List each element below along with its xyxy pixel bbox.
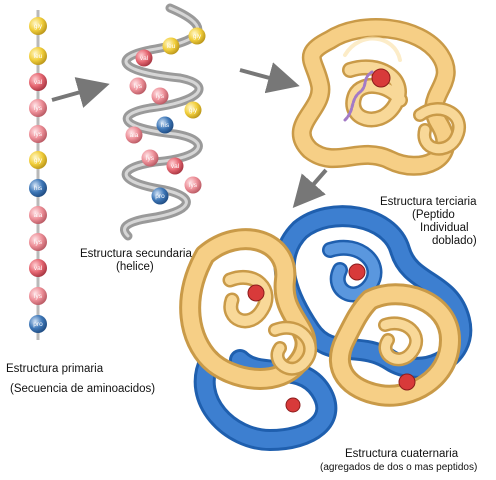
primary-bead-gly: gly (29, 151, 47, 169)
amino-acid-label: gly (34, 23, 43, 30)
amino-acid-sphere (188, 27, 206, 45)
heme-group (247, 284, 265, 302)
amino-acid-label: val (34, 79, 43, 86)
tertiary-caption-subtitle-1: (Peptido (412, 209, 455, 221)
amino-acid-label: leu (34, 53, 43, 60)
amino-acid-sphere (151, 87, 169, 105)
primary-structure: gly leu val lys lys gly his ala lys val lys pro (29, 10, 47, 340)
primary-caption-subtitle: (Secuencia de aminoacidos) (10, 383, 156, 395)
amino-acid-label: pro (33, 321, 43, 328)
tertiary-caption-subtitle-2: Individual (420, 222, 469, 234)
arrow-primary-to-secondary (51, 77, 110, 108)
quaternary-caption-title: Estructura cuaternaria (345, 448, 459, 460)
quaternary-structure (179, 205, 473, 451)
amino-acid-label: his (34, 185, 43, 192)
amino-acid-sphere (29, 17, 47, 35)
helix-bead-val: val (166, 157, 184, 175)
amino-acid-sphere (29, 315, 47, 333)
primary-bead-lys: lys (29, 233, 47, 251)
helix-bead-leu: leu (162, 37, 180, 55)
primary-bead-pro: pro (29, 315, 47, 333)
heme-group (371, 68, 391, 88)
primary-bead-lys: lys (29, 125, 47, 143)
tertiary-structure (291, 18, 466, 176)
arrow-secondary-to-tertiary (239, 62, 300, 94)
amino-acid-label: val (171, 163, 180, 170)
secondary-structure: gly leu val lys lys gly his ala lys val lys pro (120, 3, 206, 241)
amino-acid-sphere (29, 73, 47, 91)
amino-acid-sphere (29, 206, 47, 224)
amino-acid-sphere (184, 176, 202, 194)
amino-acid-sphere (29, 99, 47, 117)
helix-bead-gly: gly (188, 27, 206, 45)
amino-acid-sphere (151, 187, 169, 205)
amino-acid-sphere (29, 125, 47, 143)
secondary-caption-title: Estructura secundaria (80, 248, 192, 260)
amino-acid-label: lys (34, 105, 43, 112)
amino-acid-sphere (141, 149, 159, 167)
helix-bead-lys: lys (129, 77, 147, 95)
quaternary-caption-subtitle: (agregados de dos o mas peptidos) (320, 462, 478, 473)
amino-acid-label: lys (189, 182, 198, 189)
amino-acid-label: his (161, 122, 170, 129)
tertiary-caption-title: Estructura terciaria (380, 196, 477, 208)
amino-acid-sphere (135, 49, 153, 67)
primary-bead-ala: ala (29, 206, 47, 224)
tertiary-caption-subtitle-3: doblado) (432, 235, 477, 247)
helix-bead-lys: lys (184, 176, 202, 194)
amino-acid-sphere (162, 37, 180, 55)
secondary-caption-subtitle: (helice) (116, 261, 154, 273)
amino-acid-sphere (29, 151, 47, 169)
amino-acid-sphere (184, 101, 202, 119)
helix-bead-his: his (156, 116, 174, 134)
primary-bead-lys: lys (29, 99, 47, 117)
helix-bead-gly: gly (184, 101, 202, 119)
amino-acid-sphere (29, 179, 47, 197)
amino-acid-label: val (140, 55, 149, 62)
primary-bead-lys: lys (29, 287, 47, 305)
amino-acid-sphere (29, 287, 47, 305)
amino-acid-sphere (29, 47, 47, 65)
amino-acid-sphere (129, 77, 147, 95)
amino-acid-label: lys (134, 83, 143, 90)
arrow-tertiary-to-quaternary (292, 168, 328, 209)
primary-bead-gly: gly (29, 17, 47, 35)
amino-acid-label: leu (167, 43, 176, 50)
amino-acid-label: lys (34, 239, 43, 246)
helix-bead-lys: lys (141, 149, 159, 167)
helix-bead-val: val (135, 49, 153, 67)
amino-acid-sphere (166, 157, 184, 175)
primary-caption-title: Estructura primaria (6, 363, 104, 375)
amino-acid-sphere (156, 116, 174, 134)
amino-acid-label: ala (130, 132, 139, 139)
amino-acid-label: lys (146, 155, 155, 162)
heme-group (285, 397, 301, 413)
helix-bead-lys: lys (151, 87, 169, 105)
amino-acid-sphere (29, 259, 47, 277)
primary-bead-val: val (29, 73, 47, 91)
amino-acid-label: pro (155, 193, 165, 200)
amino-acid-label: lys (156, 93, 165, 100)
tertiary-helix-ribbon (343, 70, 374, 122)
heme-group (348, 263, 366, 281)
primary-bead-group: gly leu val lys lys gly his ala lys val lys pro (29, 17, 47, 333)
amino-acid-label: lys (34, 131, 43, 138)
amino-acid-label: gly (34, 157, 43, 164)
amino-acid-sphere (29, 233, 47, 251)
amino-acid-sphere (125, 126, 143, 144)
primary-bead-his: his (29, 179, 47, 197)
heme-group (398, 373, 416, 391)
helix-bead-pro: pro (151, 187, 169, 205)
amino-acid-label: ala (34, 212, 43, 219)
helix-bead-ala: ala (125, 126, 143, 144)
helix-bead-group: gly leu val lys lys gly his ala lys val lys pro (125, 27, 206, 205)
amino-acid-label: lys (34, 293, 43, 300)
amino-acid-label: gly (193, 33, 202, 40)
primary-bead-leu: leu (29, 47, 47, 65)
amino-acid-label: gly (189, 107, 198, 114)
amino-acid-label: val (34, 265, 43, 272)
primary-bead-val: val (29, 259, 47, 277)
